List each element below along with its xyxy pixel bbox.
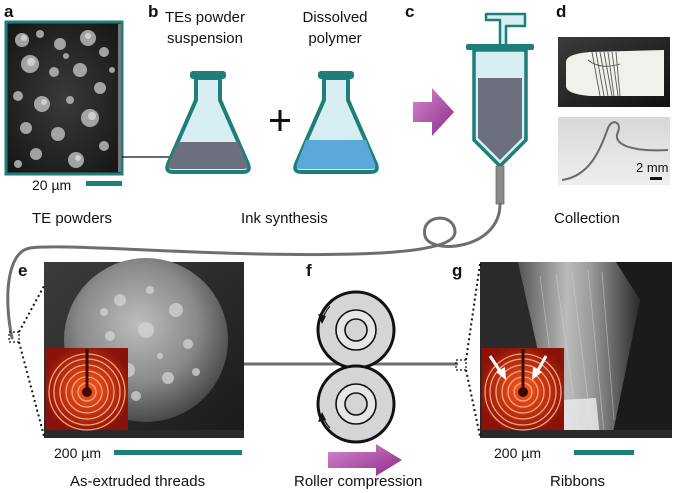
panel-letter-a: a — [4, 2, 14, 21]
plus-sign — [270, 110, 290, 131]
panel-e-scale-bar — [114, 450, 242, 455]
panel-e-zoom-line-bottom — [18, 341, 45, 437]
panel-f-caption: Roller compression — [294, 473, 423, 490]
panel-g-scale-bar — [574, 450, 634, 455]
panel-a-sem-image — [4, 20, 193, 176]
panel-d-caption: Collection — [554, 210, 620, 227]
panel-e-zoom-box — [8, 331, 20, 343]
panel-g-xrd-inset — [482, 348, 564, 431]
panel-letter-b: b — [148, 2, 159, 21]
flask-polymer-label-line2: polymer — [308, 30, 362, 47]
flask-polymer-label-line1: Dissolved — [302, 9, 368, 26]
panel-d-photo-thread — [558, 117, 670, 185]
flask-suspension — [165, 71, 251, 174]
panel-e-xrd-inset — [46, 348, 128, 431]
panel-g-zoom-line-top — [465, 263, 481, 361]
panel-letter-f: f — [306, 261, 312, 280]
panel-g-scale-label: 200 µm — [494, 445, 541, 461]
panel-g-zoom-box — [455, 359, 467, 371]
panel-g-texture-arrows — [488, 355, 548, 380]
roller-top — [316, 290, 396, 370]
panel-e-caption: As-extruded threads — [70, 473, 206, 490]
panel-letter-g: g — [452, 261, 463, 280]
flask-polymer — [293, 71, 379, 174]
extruded-fiber — [6, 202, 502, 340]
panel-a-caption: TE powders — [32, 210, 113, 227]
roller-bottom — [316, 364, 396, 444]
panel-d-scale-label: 2 mm — [636, 160, 669, 175]
process-arrow-b-to-c — [413, 88, 454, 136]
panel-e-zoom-line-top — [18, 285, 45, 333]
process-arrow-roller — [328, 444, 402, 476]
panel-b-caption: Ink synthesis — [241, 210, 328, 227]
syringe — [466, 12, 534, 205]
panel-a-scale-bar — [86, 181, 122, 186]
panel-letter-e: e — [18, 261, 28, 280]
panel-g-caption: Ribbons — [550, 473, 606, 490]
panel-e-scale-label: 200 µm — [54, 445, 101, 461]
flask-suspension-label-line2: suspension — [167, 30, 243, 47]
panel-a-scale-label: 20 µm — [32, 177, 72, 193]
panel-d-photo-spool — [558, 37, 670, 107]
panel-letter-c: c — [405, 2, 415, 21]
flask-suspension-label-line1: TEs powder — [164, 9, 246, 26]
panel-letter-d: d — [556, 2, 567, 21]
panel-g-zoom-line-bottom — [465, 369, 481, 437]
